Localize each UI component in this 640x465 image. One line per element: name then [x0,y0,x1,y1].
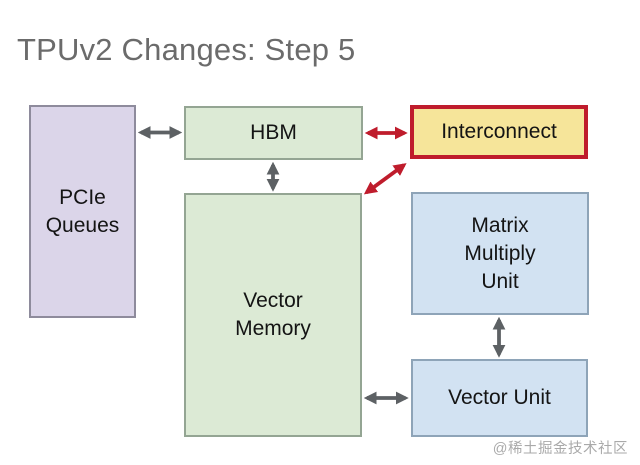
block-hbm: HBM [184,106,363,160]
arrow-interconnect-vector-memory [363,163,407,195]
block-vector-unit: Vector Unit [411,359,588,437]
hbm-label: HBM [250,121,297,144]
interconnect-label: Interconnect [441,120,557,143]
vector-unit-label: Vector Unit [448,386,551,409]
pcie-queues-label: PCIe Queues [45,185,120,237]
block-pcie-queues: PCIe Queues [29,105,136,318]
slide-title: TPUv2 Changes: Step 5 [17,32,356,67]
block-interconnect-highlighted: Interconnect [410,105,588,159]
matrix-multiply-unit-label: Matrix Multiply Unit [464,213,536,293]
vector-memory-label: Vector Memory [235,289,311,340]
watermark: @稀土掘金技术社区 [492,441,628,457]
block-vector-memory: Vector Memory [184,193,362,437]
block-matrix-multiply-unit: Matrix Multiply Unit [411,192,589,315]
